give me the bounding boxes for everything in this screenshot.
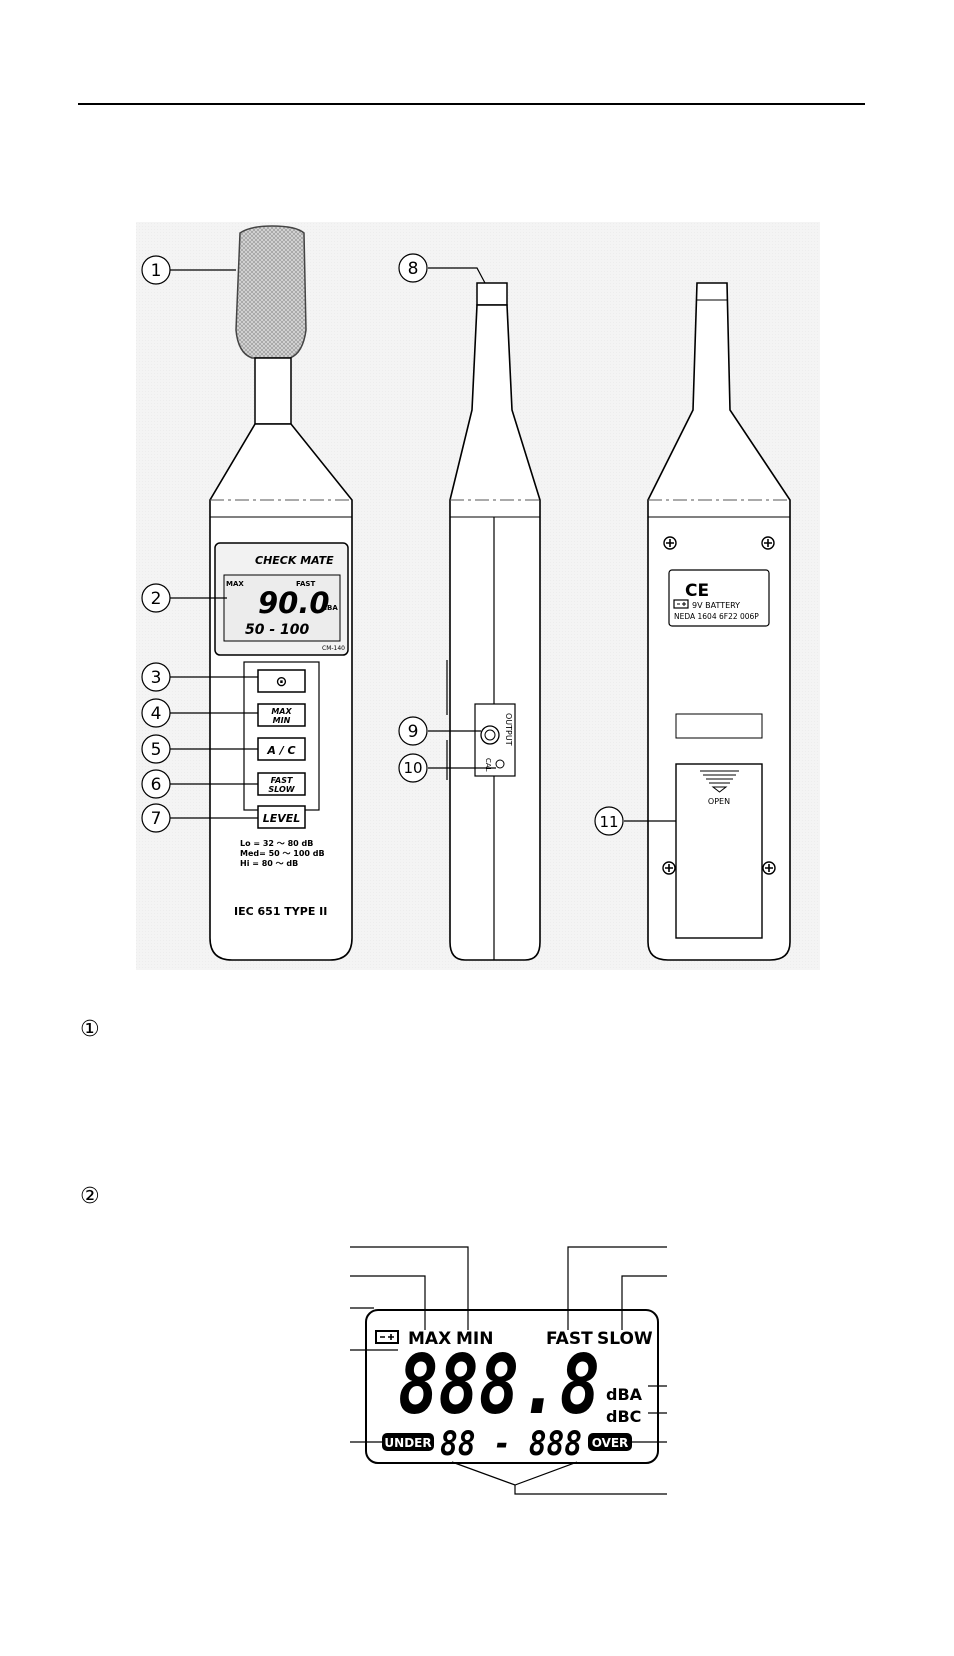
lcd-fast: FAST xyxy=(546,1329,593,1349)
back-view: CE 9V BATTERY NEDA 1604 6F22 006P OPEN xyxy=(647,282,791,961)
screw-icon xyxy=(762,861,776,875)
battery-cover[interactable] xyxy=(675,763,763,939)
battery-text: 9V BATTERY xyxy=(692,601,740,610)
standard-label: IEC 651 TYPE II xyxy=(234,905,327,918)
callout-1: 1 xyxy=(151,261,162,281)
svg-text:LEVEL: LEVEL xyxy=(263,812,301,825)
front-view: CHECK MATE MAX FAST 90.0 dBA 50 - 100 CM… xyxy=(209,225,353,961)
lcd-under: UNDER xyxy=(384,1436,431,1450)
screw-icon xyxy=(662,861,676,875)
over-badge xyxy=(588,1433,632,1451)
front-lcd-range: 50 - 100 xyxy=(245,622,310,638)
screw-icon xyxy=(761,536,775,550)
callout-10: 10 xyxy=(403,759,422,777)
front-lcd-max: MAX xyxy=(226,580,244,588)
battery-label-plate xyxy=(668,569,770,627)
range-med: Med= 50 〜 100 dB xyxy=(240,849,325,858)
front-lcd-value: 90.0 xyxy=(258,586,330,620)
lcd-main-digits: 888.8 xyxy=(398,1338,600,1433)
brand-logo: CHECK MATE xyxy=(255,554,334,567)
svg-text:SLOW: SLOW xyxy=(268,785,295,794)
side-body xyxy=(449,304,541,961)
lcd-leader-lines xyxy=(350,1246,667,1495)
battery-icon xyxy=(375,1330,399,1344)
section-1-marker: ① xyxy=(80,1017,100,1042)
callout-6: 6 xyxy=(151,775,162,795)
lcd-min: MIN xyxy=(456,1329,493,1349)
front-lcd-unit: dBA xyxy=(322,604,338,612)
callout-3: 3 xyxy=(151,668,162,688)
under-badge xyxy=(382,1433,434,1451)
lcd-detail: MAX MIN FAST SLOW 888.8 dBA dBC UNDER 88… xyxy=(350,1246,667,1495)
neda-text: NEDA 1604 6F22 006P xyxy=(674,612,759,621)
side-view: OUTPUT CAL xyxy=(446,282,541,961)
callout-7: 7 xyxy=(151,809,162,829)
open-arrow-icon xyxy=(700,770,739,793)
battery-icon xyxy=(673,599,689,609)
lcd-over: OVER xyxy=(592,1436,629,1450)
back-label-slot xyxy=(675,713,763,739)
callout-9: 9 xyxy=(408,722,419,742)
callouts xyxy=(141,253,676,836)
microphone-windscreen xyxy=(235,225,307,359)
power-icon: ⊙ xyxy=(276,674,288,690)
callout-5: 5 xyxy=(151,740,162,760)
microphone-neck xyxy=(254,357,292,425)
callout-2: 2 xyxy=(151,589,162,609)
max-min-button[interactable] xyxy=(257,703,306,727)
power-button[interactable] xyxy=(257,669,306,693)
lcd-max: MAX xyxy=(408,1329,451,1349)
svg-text:MAX: MAX xyxy=(271,707,292,716)
output-label: OUTPUT xyxy=(504,713,513,746)
lcd-sub-digits: 88 - 888 xyxy=(440,1424,582,1464)
cal-screw[interactable] xyxy=(495,759,505,769)
lcd-slow: SLOW xyxy=(597,1329,653,1349)
callout-11: 11 xyxy=(599,813,618,831)
callout-4: 4 xyxy=(151,704,162,724)
svg-text:A / C: A / C xyxy=(266,744,295,757)
svg-text:MIN: MIN xyxy=(273,716,291,725)
open-label: OPEN xyxy=(708,797,730,806)
range-hi: Hi = 80 〜 dB xyxy=(240,859,298,868)
screw-icon xyxy=(663,536,677,550)
section-2-marker: ② xyxy=(80,1184,100,1209)
cal-label: CAL xyxy=(484,758,492,772)
front-lcd-fast: FAST xyxy=(296,580,315,588)
callout-8: 8 xyxy=(408,259,419,279)
level-button[interactable] xyxy=(257,805,306,829)
lcd-dbc: dBC xyxy=(606,1407,641,1426)
ce-mark: CE xyxy=(685,581,709,601)
svg-text:FAST: FAST xyxy=(271,776,293,785)
header-rule xyxy=(78,103,865,105)
range-lo: Lo = 32 〜 80 dB xyxy=(240,839,313,848)
model-label: CM-140 xyxy=(322,645,345,652)
lcd-dba: dBA xyxy=(606,1385,643,1404)
